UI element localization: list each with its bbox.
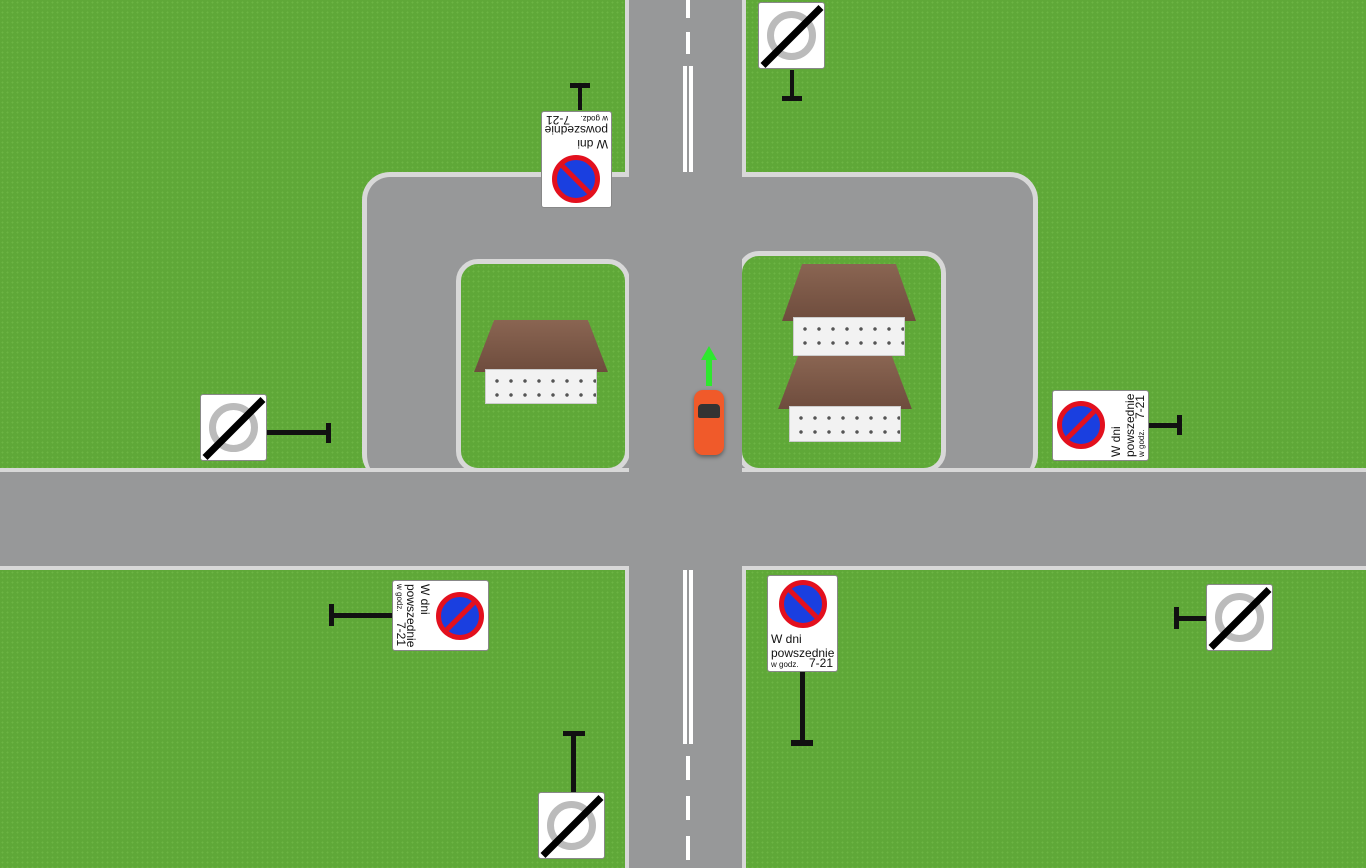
- car[interactable]: [694, 390, 724, 455]
- sign-hours-label: w godz.: [395, 584, 404, 612]
- house: [474, 320, 608, 404]
- sign-text: W dni: [577, 137, 608, 151]
- sign-text: W dni: [418, 584, 432, 615]
- no-parking-icon: [779, 580, 827, 628]
- sign-hours-label: w godz.: [580, 114, 608, 123]
- sign-text: W dni: [771, 632, 802, 646]
- sign-pole: [782, 96, 802, 101]
- no-parking-icon: [436, 592, 484, 640]
- lane-dash: [686, 836, 690, 860]
- sign-pole: [578, 84, 582, 110]
- sign-text: W dni: [1109, 426, 1123, 457]
- house: [782, 264, 916, 356]
- sign-hours: 7-21: [1133, 395, 1147, 420]
- sign-hours: 7-21: [546, 113, 571, 127]
- sign-pole: [329, 604, 334, 626]
- sign-pole: [326, 423, 331, 443]
- sign-hours-label: w godz.: [771, 660, 799, 669]
- lane-dash: [686, 0, 690, 18]
- direction-arrow-icon: [701, 346, 717, 386]
- end-of-zone-sign: [1206, 584, 1273, 651]
- intersection: [629, 470, 742, 568]
- sign-pole: [800, 671, 805, 745]
- sign-hours: 7-21: [394, 621, 408, 646]
- vertical-road-middle: [629, 176, 742, 476]
- sign-hours: 7-21: [808, 656, 833, 670]
- sign-pole: [1174, 607, 1179, 629]
- sign-pole: [330, 613, 392, 618]
- no-parking-icon: [1057, 401, 1105, 449]
- sign-pole: [570, 83, 590, 88]
- sign-pole: [563, 731, 585, 736]
- sign-pole: [790, 70, 794, 100]
- sign-pole: [791, 740, 813, 746]
- double-line: [683, 66, 687, 172]
- end-of-zone-sign: [758, 2, 825, 69]
- end-of-zone-sign: [200, 394, 267, 461]
- double-line: [683, 570, 687, 744]
- sign-pole: [1177, 415, 1182, 435]
- sign-pole: [571, 732, 576, 792]
- sign-pole: [1149, 423, 1180, 428]
- sign-text: powszednie: [771, 646, 835, 660]
- lane-dash: [686, 756, 690, 780]
- sign-pole: [267, 430, 330, 435]
- lane-dash: [686, 796, 690, 820]
- no-parking-icon: [552, 155, 600, 203]
- double-line: [689, 570, 693, 744]
- double-line: [689, 66, 693, 172]
- sign-hours-label: w godz.: [1137, 429, 1146, 457]
- house: [778, 356, 912, 442]
- sign-pole: [1175, 616, 1206, 621]
- end-of-zone-sign: [538, 792, 605, 859]
- lane-dash: [686, 32, 690, 54]
